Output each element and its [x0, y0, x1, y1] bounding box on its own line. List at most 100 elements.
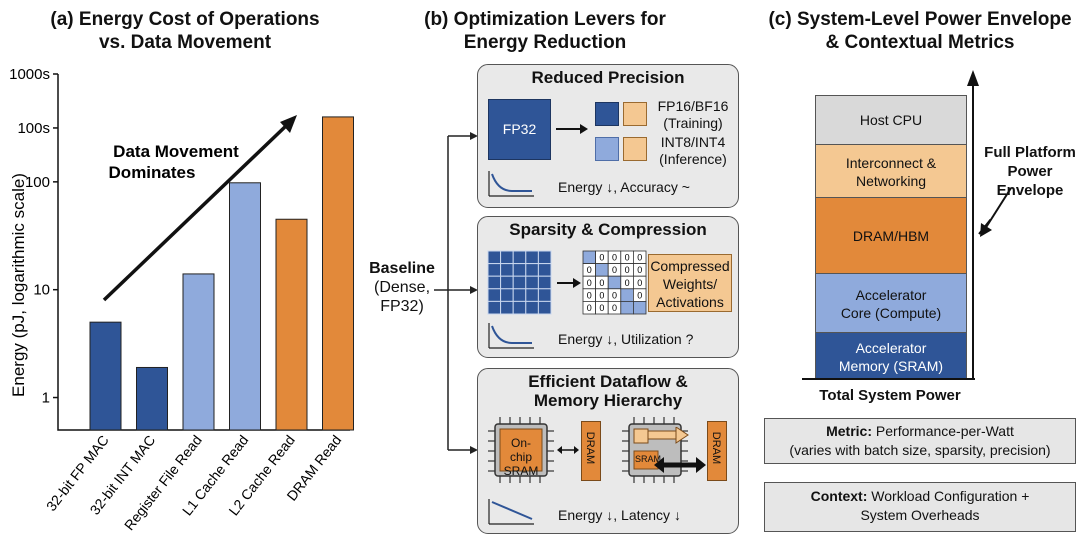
- envelope-pointer-arrow: [980, 187, 1012, 237]
- chart-bars: [89, 116, 354, 431]
- y-tick-label: 10: [33, 282, 50, 299]
- stack-host-cpu: Host CPU: [816, 96, 966, 144]
- int8-label: INT8/INT4 (Inference): [648, 134, 738, 168]
- fp32-label: FP32: [502, 121, 537, 137]
- dominates-arrow: [102, 122, 290, 302]
- zero-label: 0: [625, 278, 630, 288]
- dataflow-title: Efficient Dataflow & Memory Hierarchy: [478, 372, 738, 410]
- baseline-label: Baseline (Dense, FP32): [367, 259, 437, 316]
- panel-b-title: (b) Optimization Levers for Energy Reduc…: [375, 8, 715, 54]
- dense-cell: [525, 263, 539, 277]
- sparsity-title: Sparsity & Compression: [509, 220, 707, 239]
- int8-orange-square: [623, 137, 647, 161]
- sparse-nonzero-cell: [582, 250, 597, 265]
- dense-cell: [537, 250, 552, 265]
- dense-cell: [500, 275, 514, 290]
- y-tick-label: 1: [42, 390, 50, 407]
- context-text: Workload Configuration +: [867, 488, 1030, 504]
- small-bidir-arrow: [557, 446, 579, 454]
- energy-curve-icon: [488, 171, 534, 197]
- stack-host-cpu-label: Host CPU: [859, 112, 923, 128]
- dense-cell: [512, 263, 527, 277]
- dram-label-2: DRAM: [710, 431, 722, 465]
- dense-cell: [487, 250, 502, 265]
- panel-b-title-line2: Energy Reduction: [463, 32, 627, 53]
- sparse-nonzero-cell: [607, 275, 622, 290]
- bar-l2-cache-read: [275, 218, 308, 431]
- dram-box-2: [707, 421, 727, 481]
- compressed-line2: Weights/: [662, 276, 718, 292]
- panel-c-title: (c) System-Level Power Envelope & Contex…: [750, 8, 1090, 54]
- zero-label: 0: [599, 278, 604, 288]
- dense-cell: [525, 300, 539, 315]
- dataflow-title-line2: Memory Hierarchy: [533, 391, 683, 410]
- dataflow-title-line1: Efficient Dataflow &: [528, 372, 688, 391]
- onchip-line2: SRAM: [503, 464, 539, 478]
- envelope-line1: Full Platform: [984, 144, 1076, 161]
- dense-cell: [512, 250, 527, 265]
- panel-a-title-line2: vs. Data Movement: [98, 32, 272, 53]
- stack-accel-memory-line2: Memory (SRAM): [838, 357, 944, 374]
- sparsity-effect: Energy ↓, Utilization ?: [558, 331, 694, 347]
- bar-dram-read: [322, 116, 354, 431]
- annotation-line1: Data Movement: [113, 142, 239, 161]
- zero-label: 0: [637, 265, 642, 275]
- zero-label: 0: [637, 253, 642, 263]
- fp16-line1: FP16/BF16: [657, 98, 729, 114]
- metric-box: Metric: Performance-per-Watt (varies wit…: [764, 418, 1076, 464]
- zero-label: 0: [599, 253, 604, 263]
- metric-text: Performance-per-Watt: [872, 423, 1014, 439]
- energy-curve-icon: [488, 499, 534, 525]
- dense-cell: [500, 263, 514, 277]
- int8-line2: (Inference): [659, 151, 727, 167]
- zero-label: 0: [625, 265, 630, 275]
- dense-cell: [512, 275, 527, 290]
- reduced-precision-box: Reduced Precision FP32 FP16/BF16 (Traini…: [477, 64, 739, 208]
- dense-cell: [537, 263, 552, 277]
- fp16-orange-square: [623, 102, 647, 126]
- stack-interconnect-line2: Networking: [855, 172, 927, 189]
- zero-label: 0: [587, 278, 592, 288]
- energy-curve-icon: [488, 323, 534, 349]
- dense-cell: [512, 300, 527, 315]
- panel-c-title-line1: (c) System-Level Power Envelope: [768, 9, 1072, 30]
- int8-light-square: [595, 137, 619, 161]
- bar-32-bit-fp-mac: [89, 321, 122, 431]
- compressed-line1: Compressed: [650, 258, 730, 274]
- dominates-arrowhead: [280, 115, 297, 133]
- dense-cell: [487, 275, 502, 290]
- y-tick-label: 1000s: [9, 66, 50, 83]
- int8-line1: INT8/INT4: [660, 134, 726, 150]
- envelope-label: Full Platform Power Envelope: [975, 143, 1085, 200]
- context-box: Context: Workload Configuration + System…: [764, 482, 1076, 532]
- total-system-power-label: Total System Power: [819, 387, 961, 404]
- envelope-line3: Envelope: [996, 182, 1064, 199]
- dense-cell: [537, 288, 552, 302]
- baseline-line3: FP32): [380, 298, 424, 315]
- panel-a-title: (a) Energy Cost of Operations vs. Data M…: [20, 8, 350, 54]
- dense-cell: [525, 250, 539, 265]
- bar-l1-cache-read: [229, 182, 261, 431]
- zero-label: 0: [587, 303, 592, 313]
- fp16-line2: (Training): [663, 115, 723, 131]
- reduced-precision-title: Reduced Precision: [531, 68, 685, 87]
- chart-y-axis-label: Energy (pJ, logarithmic scale): [9, 173, 28, 397]
- panel-c-title-line2: & Contextual Metrics: [825, 32, 1015, 53]
- dense-cell: [487, 288, 502, 302]
- bar-32-bit-int-mac: [136, 366, 168, 431]
- precision-effect: Energy ↓, Accuracy ~: [558, 179, 690, 195]
- fp32-block: FP32: [488, 99, 551, 160]
- precision-arrow: [556, 124, 588, 134]
- dense-cell: [537, 275, 552, 290]
- stack-dram-hbm: DRAM/HBM: [816, 197, 966, 274]
- envelope-line2: Power: [1007, 163, 1053, 180]
- dense-cell: [487, 300, 502, 315]
- stack-accel-core-line2: Core (Compute): [840, 304, 942, 321]
- y-tick-label: 100: [25, 174, 50, 191]
- power-axes: [802, 70, 990, 380]
